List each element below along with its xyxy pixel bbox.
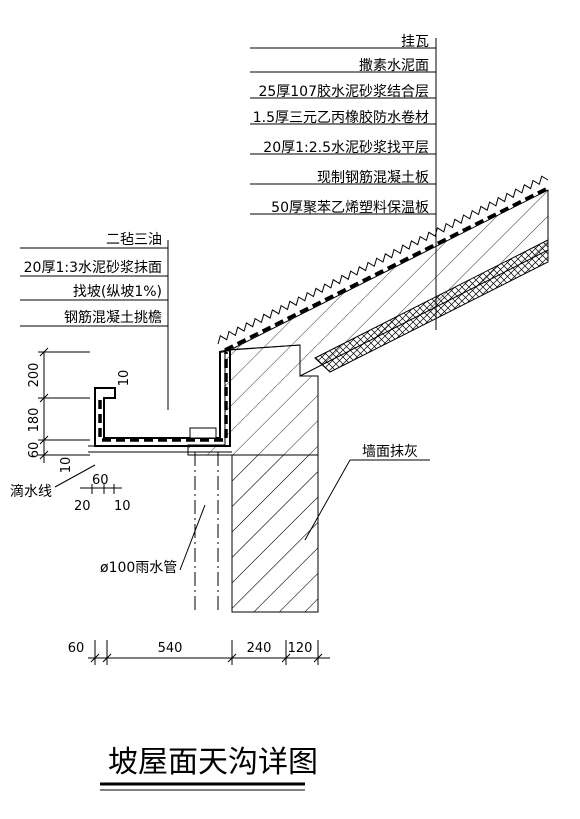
waterproof-membrane (224, 186, 549, 352)
roof-layer-label: 50厚聚苯乙烯塑料保温板 (271, 199, 429, 216)
dim-10: 10 (59, 457, 74, 474)
dim-60-small: 60 (92, 473, 109, 488)
roof-tiles (217, 175, 549, 345)
roof-layer-label: 挂瓦 (401, 34, 429, 50)
bottom-dim: 60 (68, 641, 85, 656)
dim-200: 200 (27, 363, 42, 388)
rain-pipe-label: ø100雨水管 (100, 560, 177, 576)
bottom-dim: 120 (288, 641, 313, 656)
roof-layer-label: 1.5厚三元乙丙橡胶防水卷材 (253, 109, 429, 126)
dim-10-top: 10 (117, 370, 132, 387)
gutter-membrane (98, 352, 228, 442)
insulation-board (314, 239, 549, 373)
gutter-layer-label: 20厚1:3水泥砂浆抹面 (24, 260, 162, 276)
bottom-dim: 240 (247, 641, 272, 656)
bottom-dim: 540 (158, 641, 183, 656)
dim-20-small: 20 (74, 499, 91, 514)
roof-layer-label: 现制钢筋混凝土板 (317, 169, 429, 186)
wall-plaster-label: 墙面抹灰 (362, 444, 418, 460)
gutter-outlet (189, 427, 217, 439)
roof-layer-label: 撒素水泥面 (359, 58, 429, 74)
dim-10-small: 10 (114, 499, 131, 514)
roof-layer-label: 20厚1:2.5水泥砂浆找平层 (263, 140, 429, 156)
masonry-wall (231, 454, 319, 613)
dim-180: 180 (27, 408, 42, 433)
dim-60: 60 (27, 442, 42, 459)
gutter-layer-label: 二毡三油 (106, 232, 162, 248)
gutter-layer-label: 找坡(纵坡1%) (73, 284, 162, 300)
gutter-layer-label: 钢筋混凝土挑檐 (64, 309, 162, 326)
drip-line-label: 滴水线 (10, 483, 52, 500)
drawing-title: 坡屋面天沟详图 (108, 745, 318, 780)
roof-layer-label: 25厚107胶水泥砂浆结合层 (258, 83, 429, 100)
